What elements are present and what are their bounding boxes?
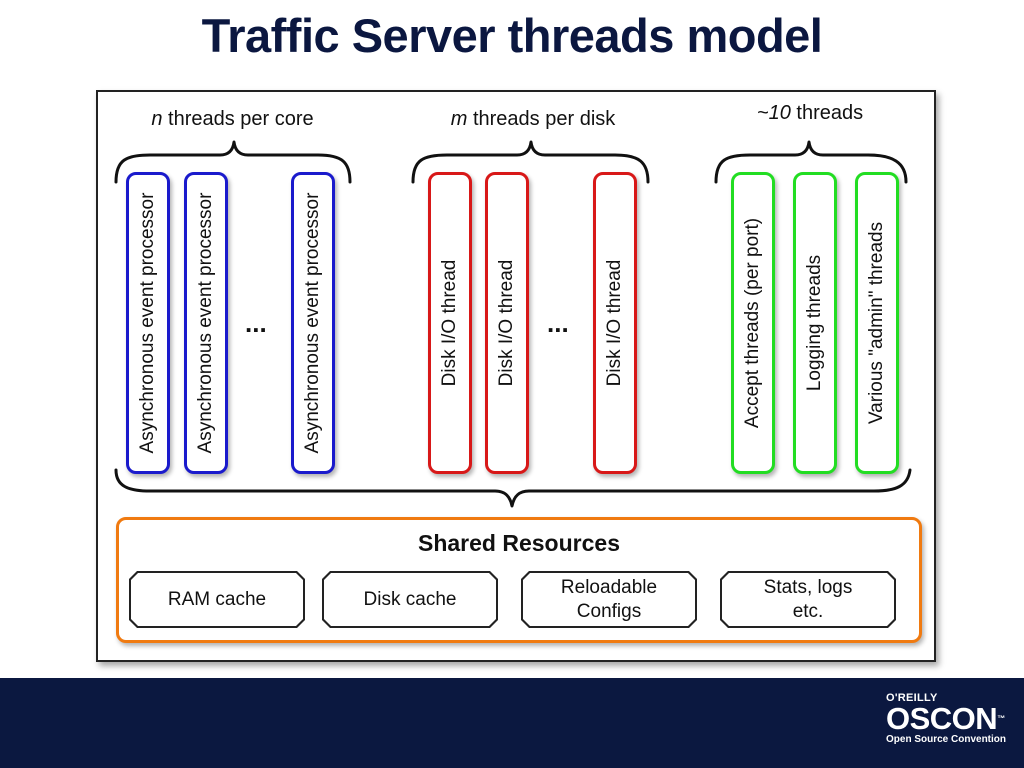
brace-misc-threads [714, 140, 908, 184]
thread-label: Logging threads [804, 254, 825, 392]
shared-resources-box: Shared Resources RAM cache Disk cache Re… [116, 517, 922, 643]
group-label-disk-emph: m [450, 108, 468, 130]
thread-pill-disk-2: Disk I/O thread [485, 172, 529, 474]
thread-label: Disk I/O thread [604, 259, 625, 387]
resource-ram-cache: RAM cache [129, 571, 305, 628]
footer-bar [0, 678, 1024, 768]
thread-pill-logging: Logging threads [793, 172, 837, 474]
logo-trademark: ™ [997, 714, 1005, 723]
thread-pill-disk-3: Disk I/O thread [593, 172, 637, 474]
thread-pill-admin: Various "admin" threads [855, 172, 899, 474]
group-label-disk: m threads per disk [443, 108, 623, 131]
thread-pill-core-3: Asynchronous event processor [291, 172, 335, 474]
thread-label: Disk I/O thread [439, 259, 460, 387]
thread-label: Various "admin" threads [866, 221, 887, 425]
resource-stats-logs: Stats, logs etc. [720, 571, 896, 628]
logo-oscon: OSCON™ [886, 701, 1006, 736]
thread-label: Asynchronous event processor [302, 192, 323, 454]
logo-oscon-text: OSCON [886, 701, 998, 736]
ellipsis-disk: ... [547, 308, 569, 338]
thread-pill-disk-1: Disk I/O thread [428, 172, 472, 474]
oscon-logo: O'REILLY OSCON™ Open Source Convention [886, 692, 1006, 745]
group-label-misc-emph: ~10 [756, 102, 791, 124]
group-label-core-text: threads per core [162, 108, 314, 130]
group-label-misc-text: threads [790, 102, 864, 124]
group-label-misc: ~10 threads [750, 102, 870, 125]
resource-label: Reloadable Configs [523, 573, 695, 626]
group-label-core-emph: n [151, 108, 163, 130]
brace-core-threads [114, 140, 352, 184]
resource-label: Disk cache [324, 573, 496, 626]
resource-label: RAM cache [131, 573, 303, 626]
logo-subtitle: Open Source Convention [886, 734, 1007, 745]
thread-label: Asynchronous event processor [137, 192, 158, 454]
resource-label: Stats, logs etc. [722, 573, 894, 626]
thread-pill-core-2: Asynchronous event processor [184, 172, 228, 474]
thread-pill-core-1: Asynchronous event processor [126, 172, 170, 474]
brace-disk-threads [411, 140, 650, 184]
ellipsis-core: ... [245, 308, 267, 338]
resource-reloadable-configs: Reloadable Configs [521, 571, 697, 628]
shared-resources-title: Shared Resources [418, 530, 620, 556]
page-title: Traffic Server threads model [201, 9, 823, 62]
group-label-core: n threads per core [145, 108, 320, 131]
thread-label: Asynchronous event processor [195, 192, 216, 454]
thread-pill-accept: Accept threads (per port) [731, 172, 775, 474]
thread-label: Disk I/O thread [496, 259, 517, 387]
thread-label: Accept threads (per port) [742, 217, 763, 429]
resource-disk-cache: Disk cache [322, 571, 498, 628]
logo-oreilly-text: O'REILLY [886, 692, 938, 704]
group-label-disk-text: threads per disk [467, 108, 616, 130]
brace-all-threads [114, 468, 912, 508]
